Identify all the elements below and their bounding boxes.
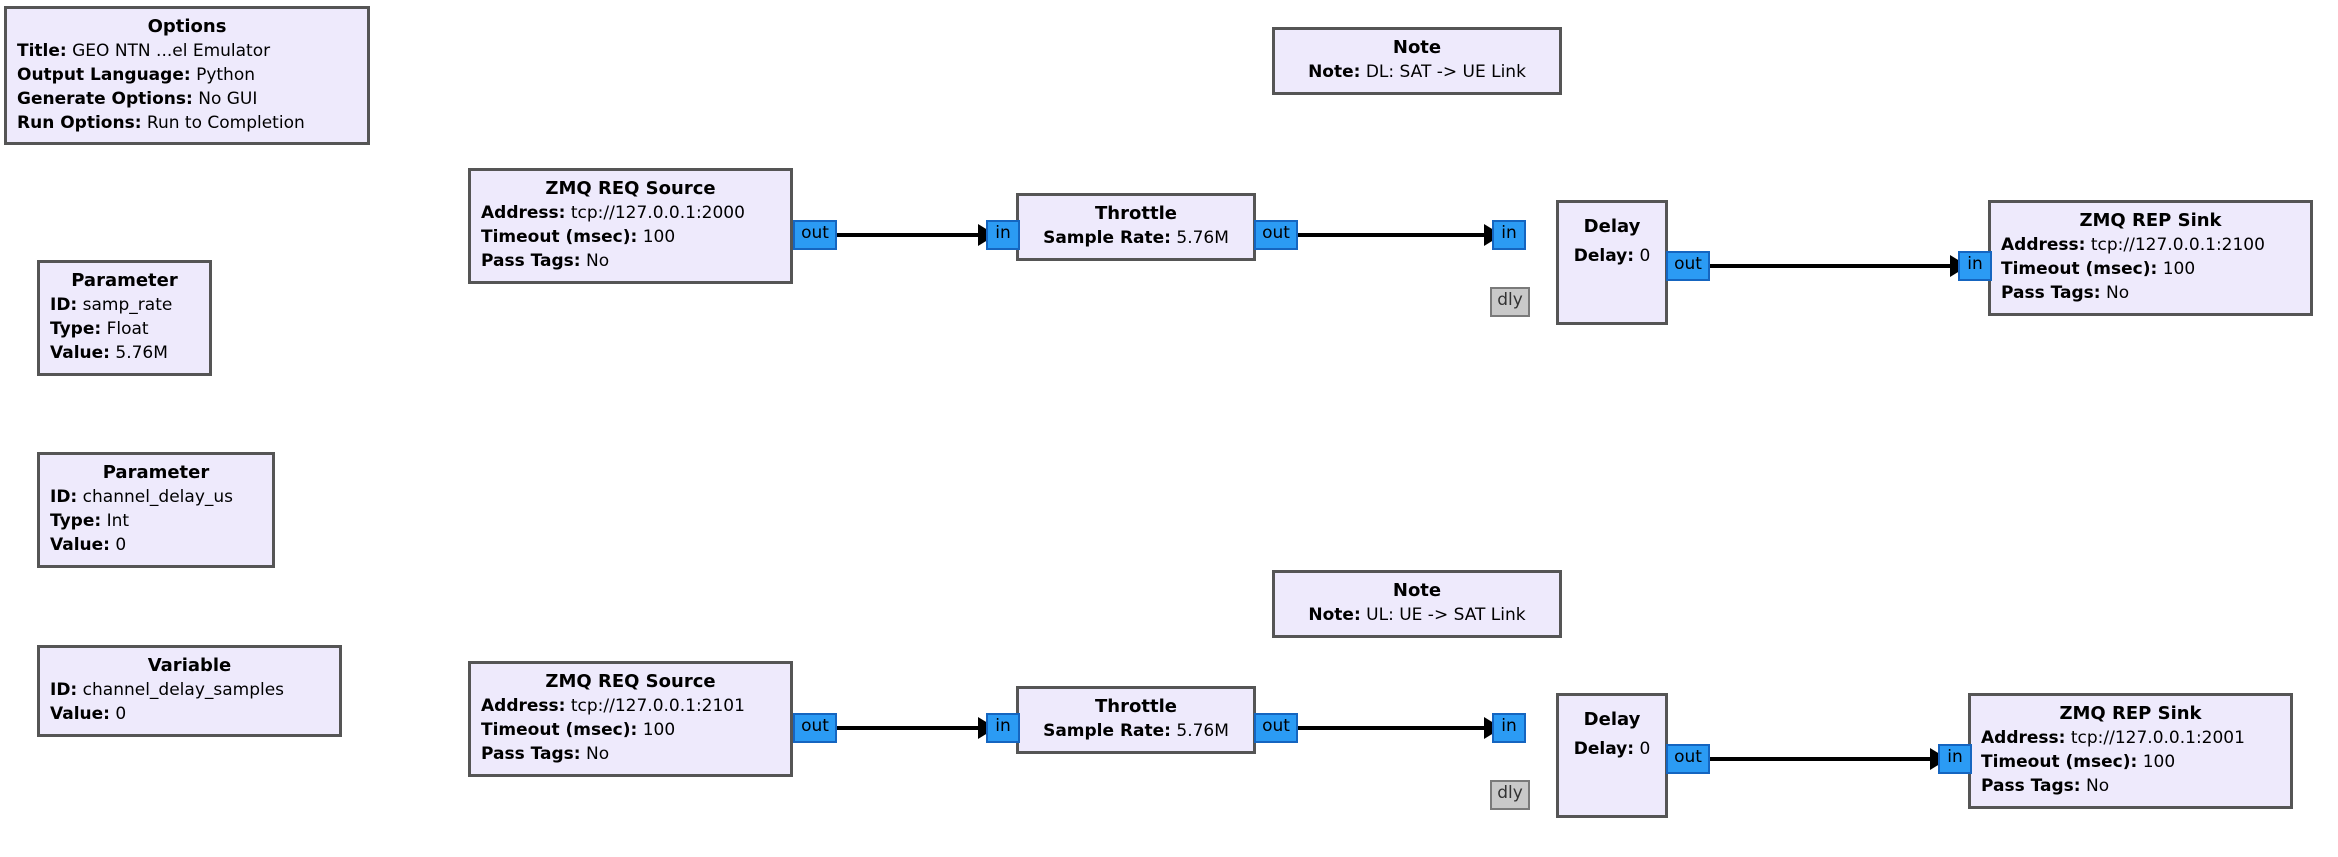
variable-block-channel-delay-samples[interactable]: Variable ID: channel_delay_samples Value… bbox=[37, 645, 342, 737]
throttle-dl-out-port[interactable]: out bbox=[1254, 220, 1298, 250]
parameter-channel-delay-us-row-type: Type: Int bbox=[50, 510, 130, 531]
delay-block-dl[interactable]: Delay Delay: 0 bbox=[1556, 200, 1668, 325]
delay-ul-row-delay: Delay: 0 bbox=[1573, 739, 1651, 760]
parameter-block-channel-delay-us[interactable]: Parameter ID: channel_delay_us Type: Int… bbox=[37, 452, 275, 568]
delay-dl-dly-message-port[interactable]: dly bbox=[1490, 287, 1530, 317]
note-block-ul[interactable]: Note Note: UL: UE -> SAT Link bbox=[1272, 570, 1562, 638]
delay-dl-in-port[interactable]: in bbox=[1492, 220, 1526, 250]
throttle-ul-row-sample-rate: Sample Rate: 5.76M bbox=[1043, 721, 1229, 742]
connection-dl-delay-to-sink[interactable] bbox=[1710, 264, 1960, 268]
zmq-rep-sink-dl-row-timeout: Timeout (msec): 100 bbox=[2001, 258, 2196, 279]
zmq-req-source-ul-row-timeout: Timeout (msec): 100 bbox=[481, 719, 676, 740]
options-row-run-options: Run Options: Run to Completion bbox=[17, 112, 305, 133]
zmq-rep-sink-ul-in-port[interactable]: in bbox=[1938, 744, 1972, 774]
zmq-req-source-dl-title: ZMQ REQ Source bbox=[545, 178, 716, 199]
zmq-req-source-block-ul[interactable]: ZMQ REQ Source Address: tcp://127.0.0.1:… bbox=[468, 661, 793, 777]
delay-ul-title: Delay bbox=[1583, 709, 1641, 730]
variable-channel-delay-samples-row-value: Value: 0 bbox=[50, 703, 127, 724]
delay-dl-row-delay: Delay: 0 bbox=[1573, 246, 1651, 267]
delay-dl-title: Delay bbox=[1583, 216, 1641, 237]
zmq-req-source-dl-row-timeout: Timeout (msec): 100 bbox=[481, 226, 676, 247]
note-dl-row-note: Note: DL: SAT -> UE Link bbox=[1308, 62, 1526, 83]
zmq-req-source-block-dl[interactable]: ZMQ REQ Source Address: tcp://127.0.0.1:… bbox=[468, 168, 793, 284]
parameter-block-samp-rate[interactable]: Parameter ID: samp_rate Type: Float Valu… bbox=[37, 260, 212, 376]
zmq-rep-sink-ul-title: ZMQ REP Sink bbox=[2059, 703, 2202, 724]
parameter-channel-delay-us-title: Parameter bbox=[102, 462, 210, 483]
zmq-rep-sink-block-dl[interactable]: ZMQ REP Sink Address: tcp://127.0.0.1:21… bbox=[1988, 200, 2313, 316]
parameter-channel-delay-us-row-value: Value: 0 bbox=[50, 534, 127, 555]
variable-channel-delay-samples-row-id: ID: channel_delay_samples bbox=[50, 680, 285, 701]
zmq-req-source-dl-out-port[interactable]: out bbox=[793, 220, 837, 250]
throttle-ul-title: Throttle bbox=[1095, 696, 1177, 717]
zmq-rep-sink-block-ul[interactable]: ZMQ REP Sink Address: tcp://127.0.0.1:20… bbox=[1968, 693, 2293, 809]
delay-ul-dly-message-port[interactable]: dly bbox=[1490, 780, 1530, 810]
zmq-req-source-ul-out-port[interactable]: out bbox=[793, 713, 837, 743]
variable-channel-delay-samples-title: Variable bbox=[147, 655, 232, 676]
zmq-rep-sink-dl-row-pass-tags: Pass Tags: No bbox=[2001, 282, 2130, 303]
zmq-req-source-ul-row-address: Address: tcp://127.0.0.1:2101 bbox=[481, 696, 745, 717]
connection-ul-delay-to-sink[interactable] bbox=[1710, 757, 1940, 761]
note-block-dl[interactable]: Note Note: DL: SAT -> UE Link bbox=[1272, 27, 1562, 95]
throttle-dl-in-port[interactable]: in bbox=[986, 220, 1020, 250]
throttle-dl-title: Throttle bbox=[1095, 203, 1177, 224]
options-block[interactable]: Options Title: GEO NTN ...el Emulator Ou… bbox=[4, 6, 370, 146]
connection-ul-throttle-to-delay[interactable] bbox=[1298, 726, 1494, 730]
zmq-req-source-ul-row-pass-tags: Pass Tags: No bbox=[481, 743, 610, 764]
options-row-output-language: Output Language: Python bbox=[17, 64, 255, 85]
delay-dl-out-port[interactable]: out bbox=[1666, 251, 1710, 281]
note-dl-title: Note bbox=[1392, 37, 1442, 58]
delay-block-ul[interactable]: Delay Delay: 0 bbox=[1556, 693, 1668, 818]
zmq-rep-sink-ul-row-timeout: Timeout (msec): 100 bbox=[1981, 751, 2176, 772]
zmq-req-source-ul-title: ZMQ REQ Source bbox=[545, 671, 716, 692]
delay-ul-in-port[interactable]: in bbox=[1492, 713, 1526, 743]
connection-ul-source-to-throttle[interactable] bbox=[837, 726, 988, 730]
throttle-ul-out-port[interactable]: out bbox=[1254, 713, 1298, 743]
connection-dl-throttle-to-delay[interactable] bbox=[1298, 233, 1494, 237]
parameter-samp-rate-row-value: Value: 5.76M bbox=[50, 342, 168, 363]
zmq-req-source-dl-row-address: Address: tcp://127.0.0.1:2000 bbox=[481, 203, 745, 224]
options-row-generate-options: Generate Options: No GUI bbox=[17, 88, 258, 109]
throttle-ul-in-port[interactable]: in bbox=[986, 713, 1020, 743]
zmq-rep-sink-ul-row-address: Address: tcp://127.0.0.1:2001 bbox=[1981, 728, 2245, 749]
options-row-title: Title: GEO NTN ...el Emulator bbox=[17, 41, 271, 62]
zmq-req-source-dl-row-pass-tags: Pass Tags: No bbox=[481, 250, 610, 271]
note-ul-title: Note bbox=[1392, 580, 1442, 601]
zmq-rep-sink-dl-in-port[interactable]: in bbox=[1958, 251, 1992, 281]
options-block-title: Options bbox=[147, 16, 227, 37]
zmq-rep-sink-ul-row-pass-tags: Pass Tags: No bbox=[1981, 775, 2110, 796]
zmq-rep-sink-dl-row-address: Address: tcp://127.0.0.1:2100 bbox=[2001, 235, 2265, 256]
parameter-channel-delay-us-row-id: ID: channel_delay_us bbox=[50, 487, 234, 508]
delay-ul-out-port[interactable]: out bbox=[1666, 744, 1710, 774]
parameter-samp-rate-title: Parameter bbox=[71, 270, 178, 291]
connection-dl-source-to-throttle[interactable] bbox=[837, 233, 988, 237]
parameter-samp-rate-row-type: Type: Float bbox=[50, 318, 149, 339]
parameter-samp-rate-row-id: ID: samp_rate bbox=[50, 295, 173, 316]
note-ul-row-note: Note: UL: UE -> SAT Link bbox=[1308, 605, 1526, 626]
throttle-block-dl[interactable]: Throttle Sample Rate: 5.76M bbox=[1016, 193, 1256, 261]
zmq-rep-sink-dl-title: ZMQ REP Sink bbox=[2079, 210, 2222, 231]
throttle-dl-row-sample-rate: Sample Rate: 5.76M bbox=[1043, 228, 1229, 249]
throttle-block-ul[interactable]: Throttle Sample Rate: 5.76M bbox=[1016, 686, 1256, 754]
